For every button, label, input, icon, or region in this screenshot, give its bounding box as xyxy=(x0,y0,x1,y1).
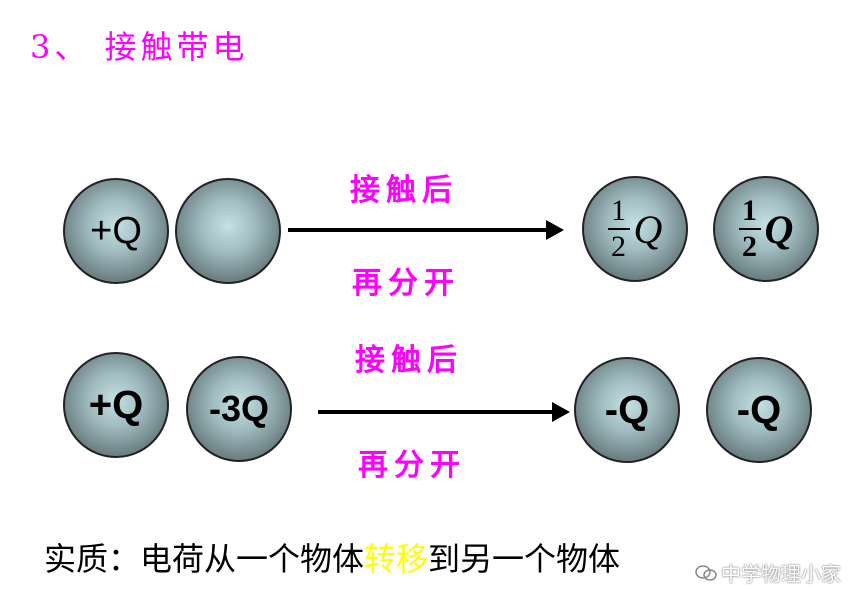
arrow-label-bottom: 再分开 xyxy=(352,266,460,301)
ball-charge-label: -Q xyxy=(604,387,650,432)
result-ball: -Q xyxy=(574,357,680,463)
watermark-text: 中学物理小家 xyxy=(721,562,841,586)
charged-ball-negative: -3Q xyxy=(186,356,292,462)
arrow-label-top: 接触后 xyxy=(355,343,463,378)
ball-charge-label: +Q xyxy=(88,382,144,427)
neutral-ball xyxy=(175,178,281,284)
ball-charge-label: -Q xyxy=(736,387,782,432)
conclusion-highlight: 转移 xyxy=(364,540,429,578)
ball-charge-label: +Q xyxy=(90,209,142,252)
ball-charge-label: -3Q xyxy=(208,388,269,429)
result-ball: 1 2 Q xyxy=(713,176,819,282)
arrow-label-top: 接触后 xyxy=(350,173,458,208)
right-arrow xyxy=(288,220,564,240)
ball-charge-label xyxy=(177,180,279,282)
fraction-bar xyxy=(738,228,761,230)
charge-symbol: Q xyxy=(764,206,794,252)
conclusion-prefix: 实质：电荷从一个物体 xyxy=(44,540,365,578)
fraction-denominator: 2 xyxy=(611,230,627,263)
watermark: 中学物理小家 xyxy=(695,558,841,587)
arrow-label-bottom: 再分开 xyxy=(358,448,466,483)
right-arrow xyxy=(318,402,570,422)
charged-ball-positive: +Q xyxy=(63,178,169,284)
charged-ball-positive: +Q xyxy=(63,352,169,458)
wechat-icon xyxy=(695,564,717,581)
fraction-bar xyxy=(607,228,630,230)
result-ball: 1 2 Q xyxy=(582,176,688,282)
fraction-numerator: 1 xyxy=(742,194,758,227)
fraction-denominator: 2 xyxy=(742,230,758,263)
charge-symbol: Q xyxy=(633,206,663,252)
fraction-charge: 1 2 Q xyxy=(584,178,686,280)
conclusion-text: 实质：电荷从一个物体转移到另一个物体 xyxy=(44,534,620,580)
page-title: 3、 接触带电 xyxy=(30,28,249,66)
fraction-numerator: 1 xyxy=(611,194,627,227)
result-ball: -Q xyxy=(706,357,812,463)
conclusion-suffix: 到另一个物体 xyxy=(428,540,621,578)
fraction-charge: 1 2 Q xyxy=(715,178,817,280)
